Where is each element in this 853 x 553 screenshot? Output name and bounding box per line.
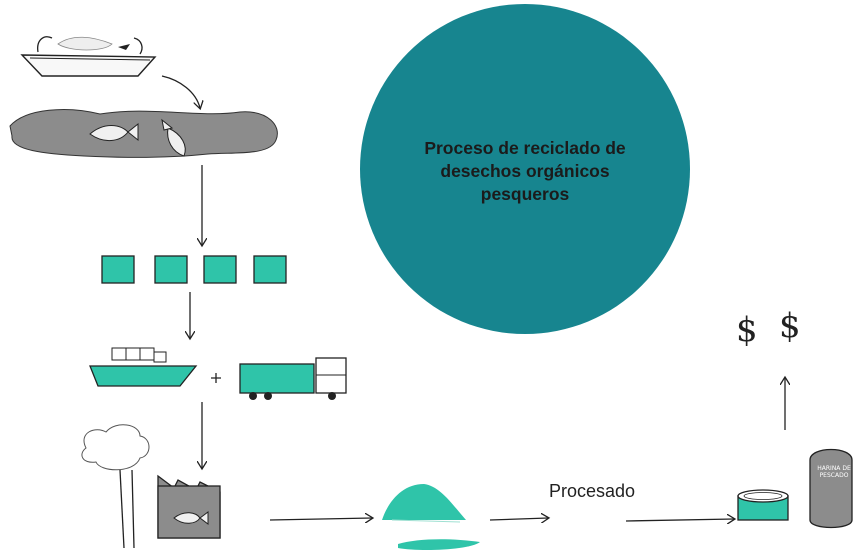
arrow-processing-to-product (625, 519, 734, 521)
cargo-ship-icon (89, 347, 198, 387)
arrow-output-to-processing (489, 518, 548, 520)
processed-output-icon (382, 484, 480, 550)
arrow-boat-to-waste (161, 75, 200, 108)
fishmeal-sack-label: HARINA DE PESCADO (817, 465, 851, 479)
title-circle: Proceso de reciclado de desechos orgánic… (360, 4, 690, 334)
fish-can-icon (737, 489, 789, 521)
processing-step-label: Procesado (549, 481, 636, 501)
arrow-factory-to-output (269, 518, 372, 520)
money-symbol-1: $ (736, 310, 758, 350)
plus-icon (211, 373, 221, 383)
fish-waste-pile-icon (9, 109, 278, 158)
smoke-cloud-icon (81, 424, 150, 471)
fishing-boat-icon (20, 36, 157, 77)
truck-icon (239, 357, 347, 400)
storage-containers-icon (101, 255, 287, 284)
money-symbol-2: $ (779, 306, 801, 346)
diagram-title: Proceso de reciclado de desechos orgánic… (424, 138, 626, 204)
factory-icon (119, 469, 221, 549)
fishmeal-sack-icon (809, 448, 853, 529)
